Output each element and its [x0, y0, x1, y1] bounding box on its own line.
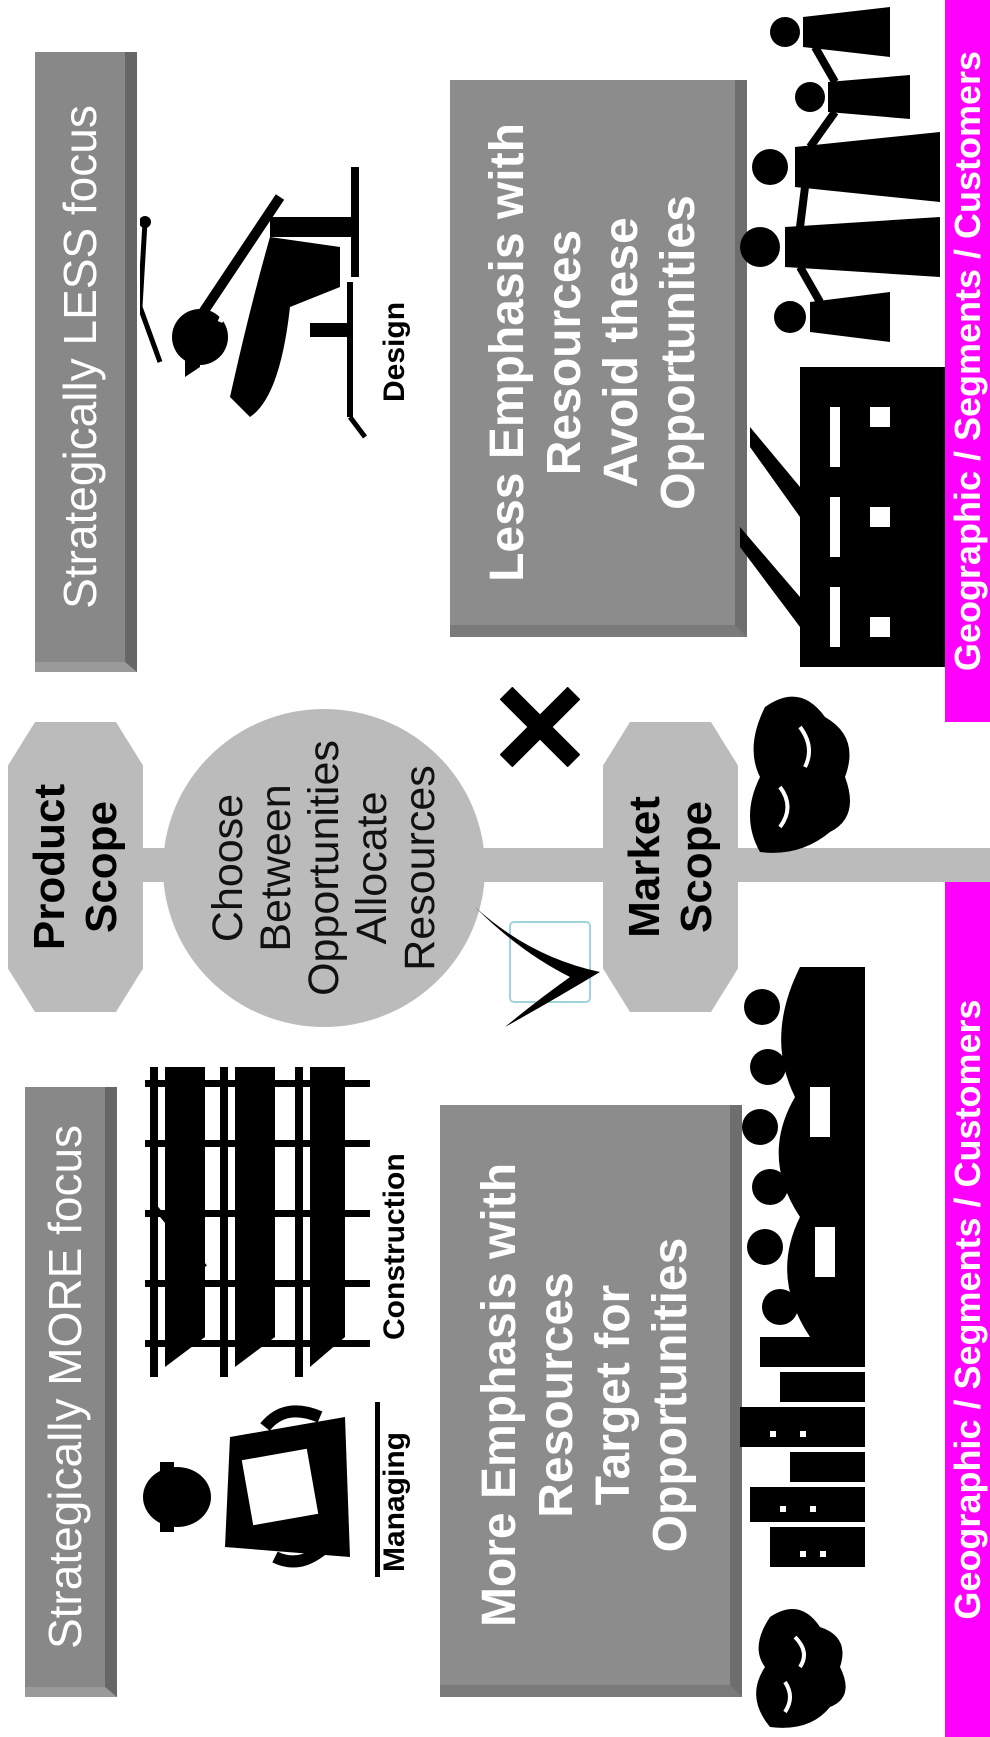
- market-scope-line-1: Market: [619, 796, 669, 938]
- less-emphasis-line-4: Opportunities: [651, 195, 705, 510]
- more-focus-heading-text: Strategically MORE focus: [39, 1124, 91, 1650]
- more-emphasis-line-1: More Emphasis with: [473, 1162, 526, 1628]
- city-skyline-icon: [740, 1337, 865, 1567]
- less-emphasis-box: Less Emphasis with Resources Avoid these…: [450, 80, 747, 637]
- business-meeting-icon: [740, 967, 865, 1337]
- more-emphasis-line-2: Resources: [530, 1272, 583, 1518]
- less-focus-heading: Strategically LESS focus: [35, 52, 137, 672]
- choose-between-circle: Choose Between Opportunities Allocate Re…: [163, 709, 485, 1027]
- more-emphasis-line-4: Opportunities: [644, 1237, 697, 1553]
- geographic-bar-right: Geographic / Segments / Customers: [945, 0, 990, 722]
- factory-icon: [740, 367, 945, 667]
- market-scope-line-2: Scope: [671, 800, 721, 934]
- more-emphasis-line-3: Target for: [587, 1284, 640, 1506]
- geographic-bar-left: Geographic / Segments / Customers: [945, 882, 990, 1737]
- managing-label: Managing: [378, 1432, 411, 1572]
- check-mark-icon: [470, 902, 610, 1032]
- family-walking-icon: [740, 0, 945, 357]
- more-emphasis-box: More Emphasis with Resources Target for …: [440, 1105, 742, 1697]
- less-emphasis-line-1: Less Emphasis with: [480, 123, 534, 582]
- product-scope-line-1: Product: [24, 783, 74, 951]
- choice-line-2: Between: [252, 784, 300, 952]
- choice-line-4: Allocate: [348, 791, 396, 945]
- world-map-icon-left: [740, 1587, 860, 1737]
- construction-label: Construction: [378, 1153, 411, 1340]
- choice-line-5: Resources: [396, 765, 444, 971]
- choice-line-1: Choose: [204, 793, 252, 943]
- geographic-bar-right-text: Geographic / Segments / Customers: [946, 50, 988, 672]
- product-scope-line-2: Scope: [76, 800, 126, 934]
- choice-line-3: Opportunities: [300, 740, 348, 996]
- designer-at-drafting-table-icon: [140, 157, 370, 457]
- geographic-bar-left-text: Geographic / Segments / Customers: [946, 999, 988, 1620]
- world-map-icon-right: [740, 677, 865, 857]
- more-focus-heading: Strategically MORE focus: [25, 1087, 117, 1697]
- design-label: Design: [378, 301, 411, 402]
- construction-scaffold-icon: [145, 1057, 375, 1377]
- less-emphasis-line-2: Resources: [537, 229, 591, 476]
- less-emphasis-line-3: Avoid these: [594, 217, 648, 488]
- product-scope-octagon: Product Scope: [8, 722, 143, 1012]
- less-focus-heading-text: Strategically LESS focus: [54, 105, 106, 609]
- market-scope-octagon: Market Scope: [603, 722, 738, 1012]
- connector-bottom: [850, 848, 990, 882]
- x-mark-icon: [500, 687, 580, 767]
- managing-worker-icon: [135, 1397, 375, 1577]
